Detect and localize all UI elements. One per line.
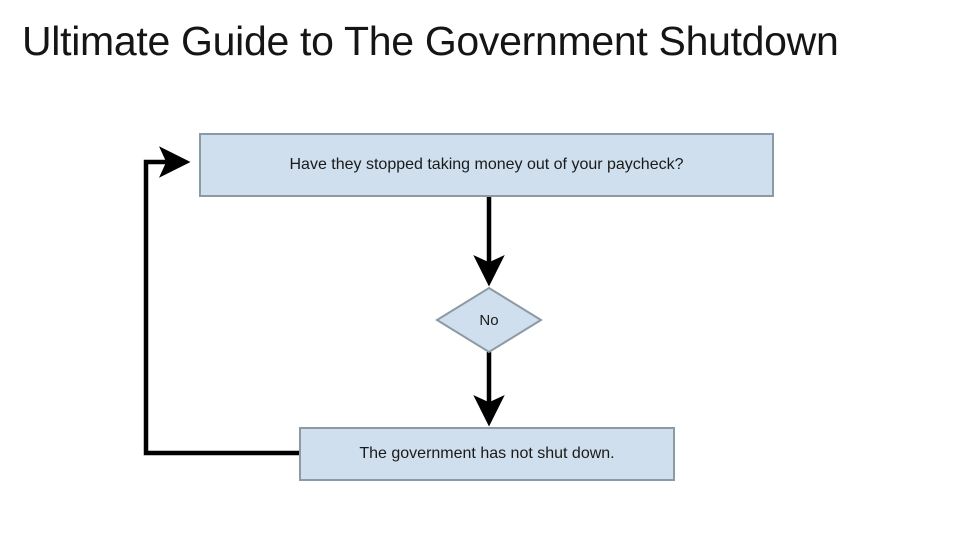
connector-result-to-question [143,146,300,456]
page-title: Ultimate Guide to The Government Shutdow… [22,18,839,64]
node-decision [435,286,543,354]
node-result [299,427,675,481]
node-question [199,133,774,197]
